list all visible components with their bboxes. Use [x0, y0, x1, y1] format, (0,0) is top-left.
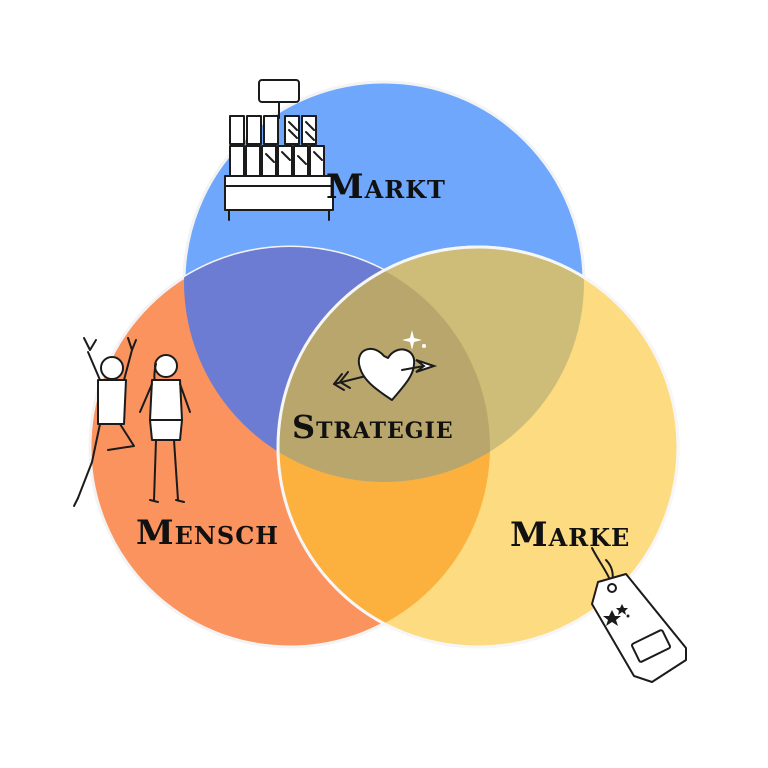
market-shelf-icon: [224, 79, 334, 221]
label-markt: Markt: [326, 167, 446, 207]
label-mensch: Mensch: [136, 513, 279, 553]
label-marke: Marke: [510, 515, 630, 555]
overlap-center: [278, 247, 490, 482]
people-jumping-icon: [73, 337, 191, 507]
label-strategie: Strategie: [292, 408, 454, 446]
price-tag-icon: [591, 547, 687, 683]
heart-arrow-icon: [333, 330, 438, 401]
